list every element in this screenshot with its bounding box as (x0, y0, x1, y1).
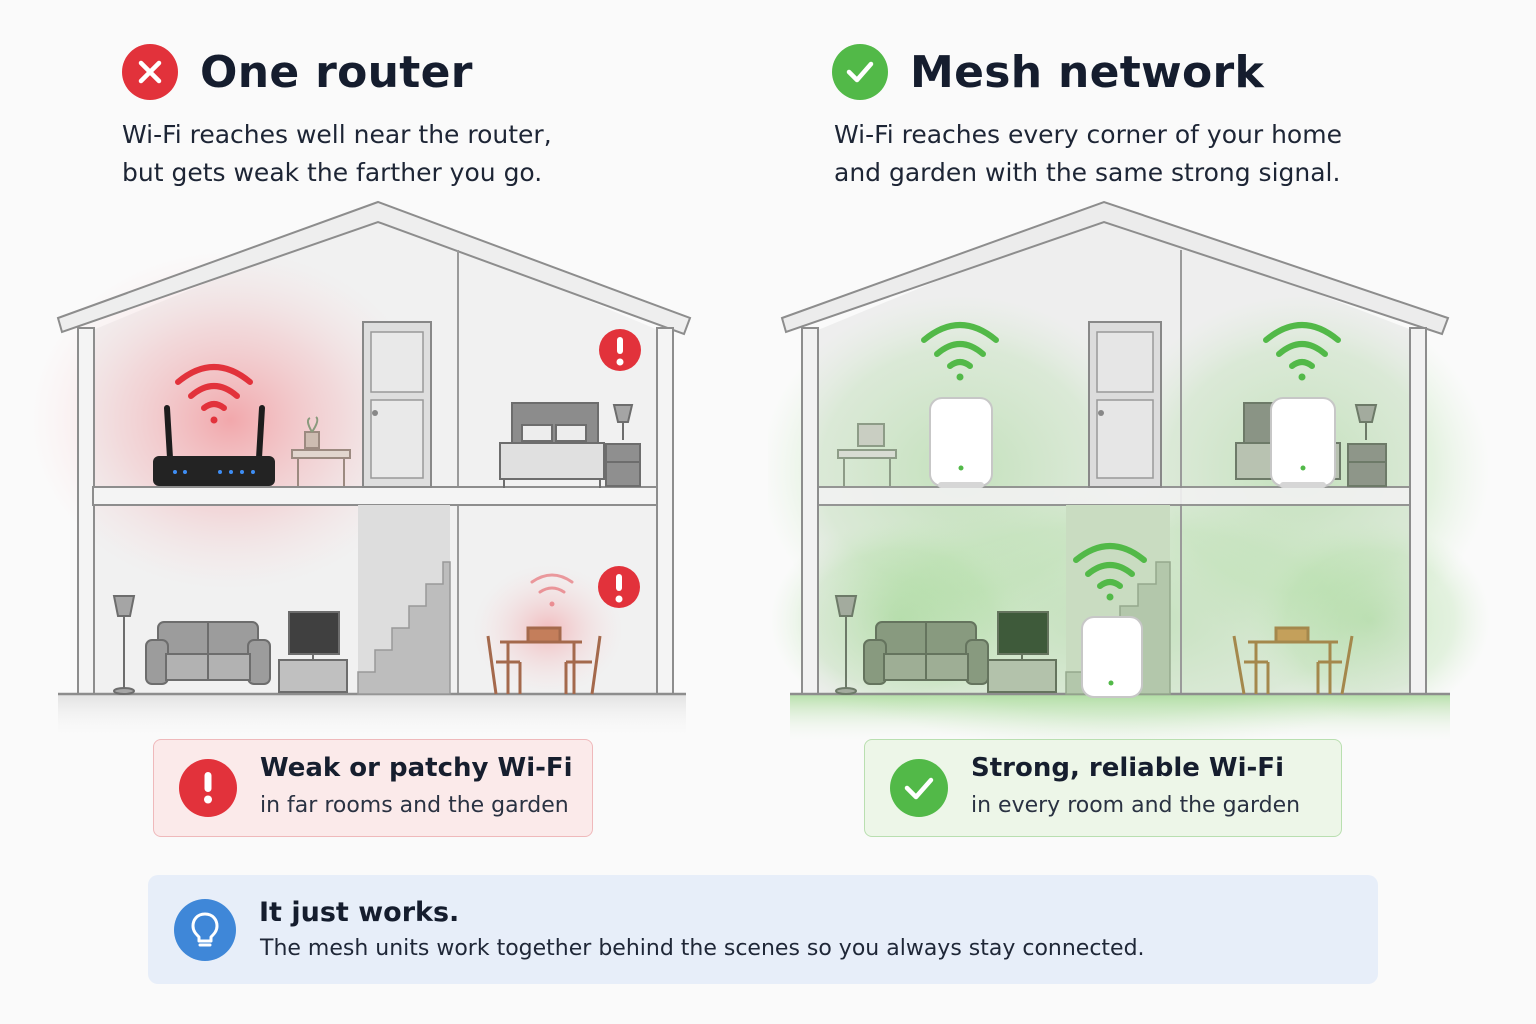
router-device (153, 405, 275, 486)
mesh-unit (929, 397, 993, 488)
callout-subtitle: in far rooms and the garden (260, 793, 569, 818)
one-router-title: One router (200, 46, 473, 98)
warning-icon (599, 329, 641, 371)
x-icon (122, 44, 178, 100)
description-line: and garden with the same strong signal. (834, 158, 1341, 187)
sofa (145, 621, 271, 685)
wifi-signal-icon (175, 364, 253, 424)
floor-lamp (834, 595, 858, 695)
lightbulb-icon (174, 899, 236, 961)
nightstand-lamp (1347, 404, 1387, 487)
one-router-description: Wi-Fi reaches well near the router, but … (122, 116, 552, 192)
tv-stand (987, 611, 1057, 693)
mesh-network-house-illustration (768, 200, 1490, 755)
single-router-house-illustration (30, 200, 692, 740)
one-router-heading: One router (122, 44, 473, 100)
side-table (291, 416, 351, 486)
mesh-network-panel: Mesh network Wi-Fi reaches every corner … (768, 0, 1536, 860)
wifi-signal-icon (1073, 543, 1147, 601)
tip-banner: It just works. The mesh units work toget… (148, 875, 1378, 984)
weak-wifi-icon (530, 573, 574, 607)
sofa (863, 621, 989, 685)
tip-body: The mesh units work together behind the … (260, 936, 1145, 961)
strong-wifi-callout: Strong, reliable Wi-Fi in every room and… (864, 739, 1342, 837)
exclamation-icon (179, 759, 237, 817)
mesh-network-heading: Mesh network (832, 44, 1264, 100)
mesh-network-title: Mesh network (910, 46, 1265, 98)
callout-title: Strong, reliable Wi-Fi (971, 753, 1284, 783)
check-icon (832, 44, 888, 100)
wifi-signal-icon (921, 322, 999, 381)
check-icon (890, 759, 948, 817)
description-line: but gets weak the farther you go. (122, 158, 543, 187)
mesh-unit (1270, 397, 1336, 488)
mesh-network-description: Wi-Fi reaches every corner of your home … (834, 116, 1342, 192)
callout-subtitle: in every room and the garden (971, 793, 1301, 818)
bed (499, 402, 605, 488)
coverage-zone (1250, 520, 1490, 720)
dining-table (486, 626, 602, 695)
description-line: Wi-Fi reaches every corner of your home (834, 120, 1342, 149)
floor-lamp (112, 595, 136, 695)
wifi-signal-icon (1263, 322, 1341, 381)
warning-icon (598, 566, 640, 608)
staircase (357, 505, 451, 695)
nightstand-lamp (605, 404, 641, 487)
tip-title: It just works. (259, 897, 460, 928)
weak-wifi-callout: Weak or patchy Wi-Fi in far rooms and th… (153, 739, 593, 837)
description-line: Wi-Fi reaches well near the router, (122, 120, 552, 149)
desk-laptop (837, 423, 897, 486)
dining-table (1232, 626, 1354, 695)
one-router-panel: One router Wi-Fi reaches well near the r… (0, 0, 768, 860)
tv-stand (278, 611, 348, 693)
mesh-unit (1081, 616, 1143, 698)
callout-title: Weak or patchy Wi-Fi (260, 753, 573, 783)
